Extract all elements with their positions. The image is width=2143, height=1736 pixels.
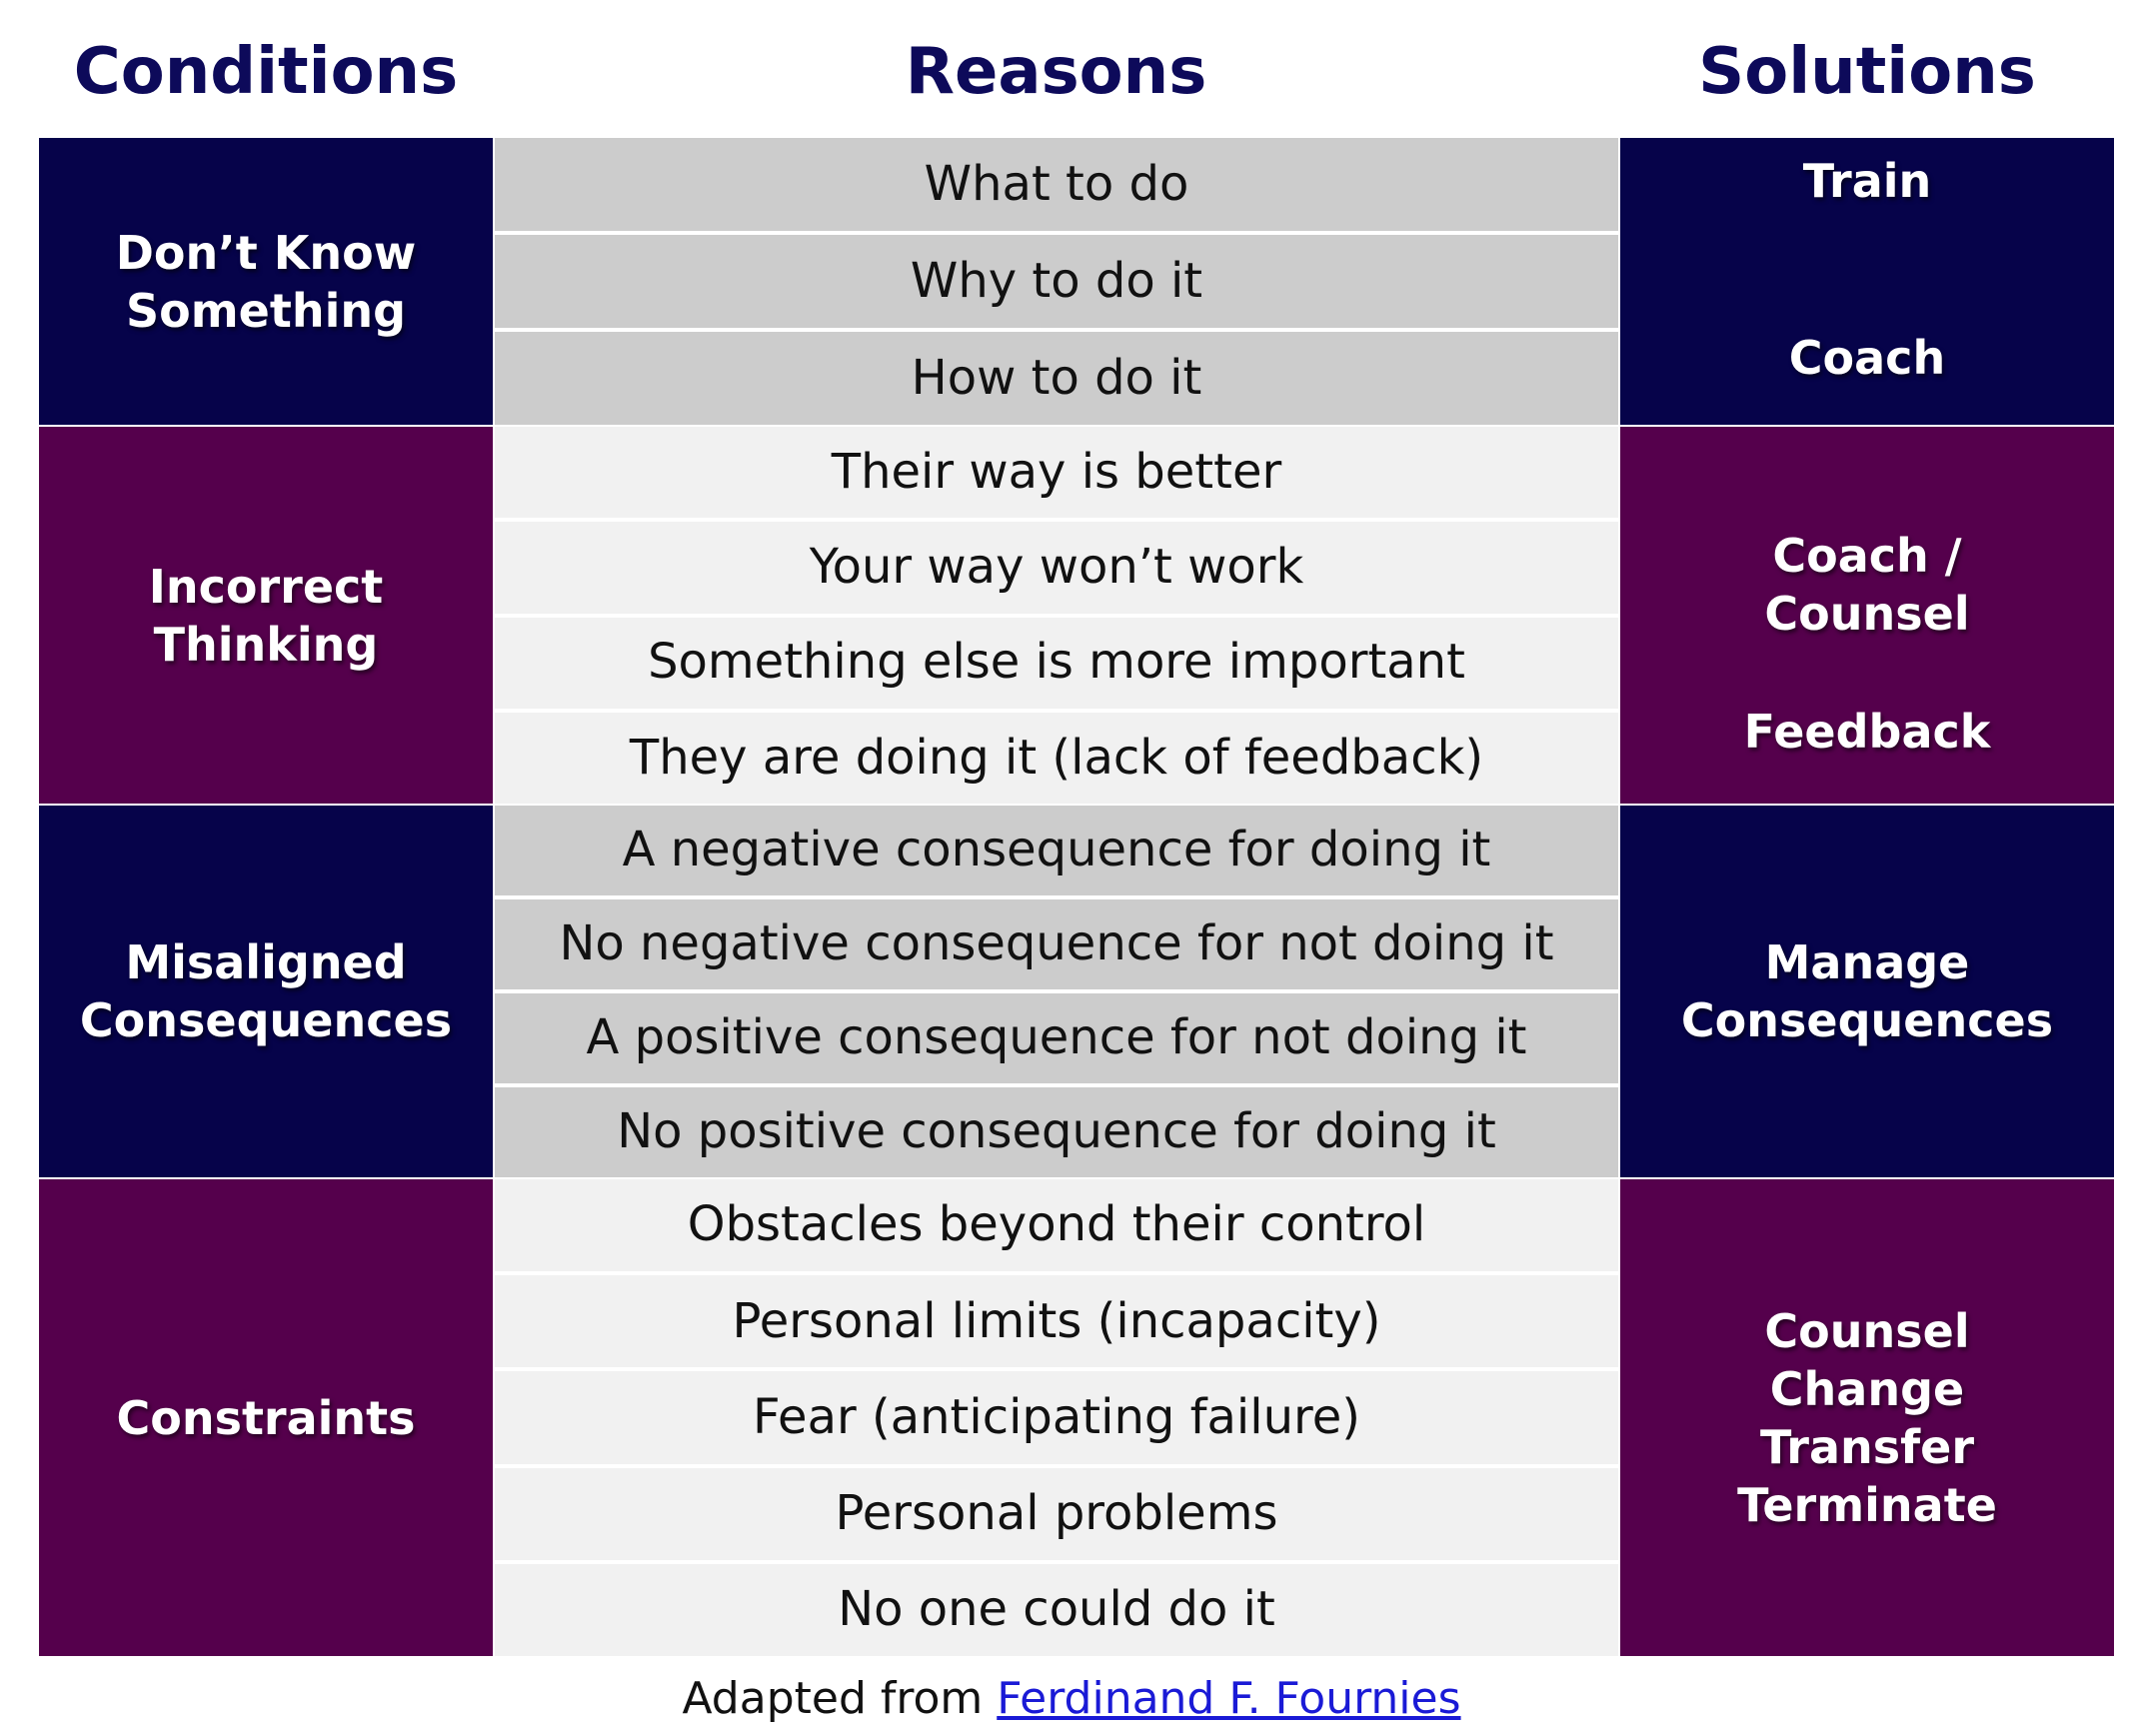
reasons-group-misaligned-consequences: A negative consequence for doing it No n… — [495, 806, 1618, 1177]
solution-counsel: Counsel — [1764, 587, 1970, 641]
solution-line: Consequences — [1680, 993, 2054, 1047]
condition-incorrect-thinking: Incorrect Thinking — [39, 427, 493, 804]
reasons-group-incorrect-thinking: Their way is better Your way won’t work … — [495, 427, 1618, 804]
condition-line: Constraints — [116, 1390, 416, 1445]
reasons-group-dont-know: What to do Why to do it How to do it — [495, 138, 1618, 425]
condition-dont-know-something: Don’t Know Something — [39, 138, 493, 425]
reasons-group-constraints: Obstacles beyond their control Personal … — [495, 1179, 1618, 1657]
reason-cell: Personal limits (incapacity) — [495, 1275, 1618, 1368]
condition-line: Something — [125, 283, 407, 338]
reason-cell: A negative consequence for doing it — [495, 806, 1618, 895]
condition-line: Consequences — [79, 993, 453, 1047]
solution-feedback: Feedback — [1743, 705, 1991, 759]
attribution-footer: Adapted from Ferdinand F. Fournies — [0, 1671, 2143, 1727]
solution-line: Manage — [1764, 935, 1970, 989]
solution-change: Change — [1769, 1361, 1965, 1416]
reason-cell: Your way won’t work — [495, 522, 1618, 614]
solution-train: Train — [1802, 154, 1932, 208]
solution-counsel: Counsel — [1764, 1303, 1970, 1358]
reasons-header: Reasons — [905, 35, 1207, 109]
solution-transfer: Transfer — [1759, 1419, 1975, 1474]
reason-cell: Fear (anticipating failure) — [495, 1371, 1618, 1464]
reason-cell: Personal problems — [495, 1467, 1618, 1560]
reason-cell: Why to do it — [495, 235, 1618, 328]
reason-cell: A positive consequence for not doing it — [495, 993, 1618, 1083]
conditions-reasons-solutions-table: Don’t Know Something What to do Why to d… — [39, 138, 2114, 1658]
reason-cell: No negative consequence for not doing it — [495, 899, 1618, 989]
condition-line: Misaligned — [125, 935, 407, 989]
condition-line: Don’t Know — [115, 225, 417, 280]
reason-cell: What to do — [495, 138, 1618, 231]
solution-terminate: Terminate — [1737, 1477, 1997, 1532]
reason-cell: Something else is more important — [495, 617, 1618, 709]
solution-manage-consequences: Manage Consequences — [1620, 806, 2114, 1177]
condition-line: Incorrect — [148, 559, 384, 614]
reason-cell: No one could do it — [495, 1563, 1618, 1657]
reason-cell: Obstacles beyond their control — [495, 1179, 1618, 1272]
attribution-link[interactable]: Ferdinand F. Fournies — [997, 1673, 1461, 1724]
reason-cell: How to do it — [495, 332, 1618, 425]
solution-counsel-change-transfer-terminate: Counsel Change Transfer Terminate — [1620, 1179, 2114, 1656]
conditions-header: Conditions — [73, 35, 459, 109]
solution-coach-counsel-feedback: Coach / Counsel Feedback — [1620, 427, 2114, 804]
solutions-header: Solutions — [1698, 35, 2036, 109]
condition-line: Thinking — [153, 617, 379, 672]
reason-cell: No positive consequence for doing it — [495, 1087, 1618, 1177]
attribution-prefix: Adapted from — [682, 1673, 998, 1724]
condition-constraints: Constraints — [39, 1179, 493, 1656]
solution-coach-slash: Coach / — [1772, 529, 1962, 583]
reason-cell: They are doing it (lack of feedback) — [495, 712, 1618, 804]
solution-train-coach: Train Coach — [1620, 138, 2114, 425]
condition-misaligned-consequences: Misaligned Consequences — [39, 806, 493, 1177]
solution-coach: Coach — [1788, 331, 1946, 385]
reason-cell: Their way is better — [495, 427, 1618, 519]
